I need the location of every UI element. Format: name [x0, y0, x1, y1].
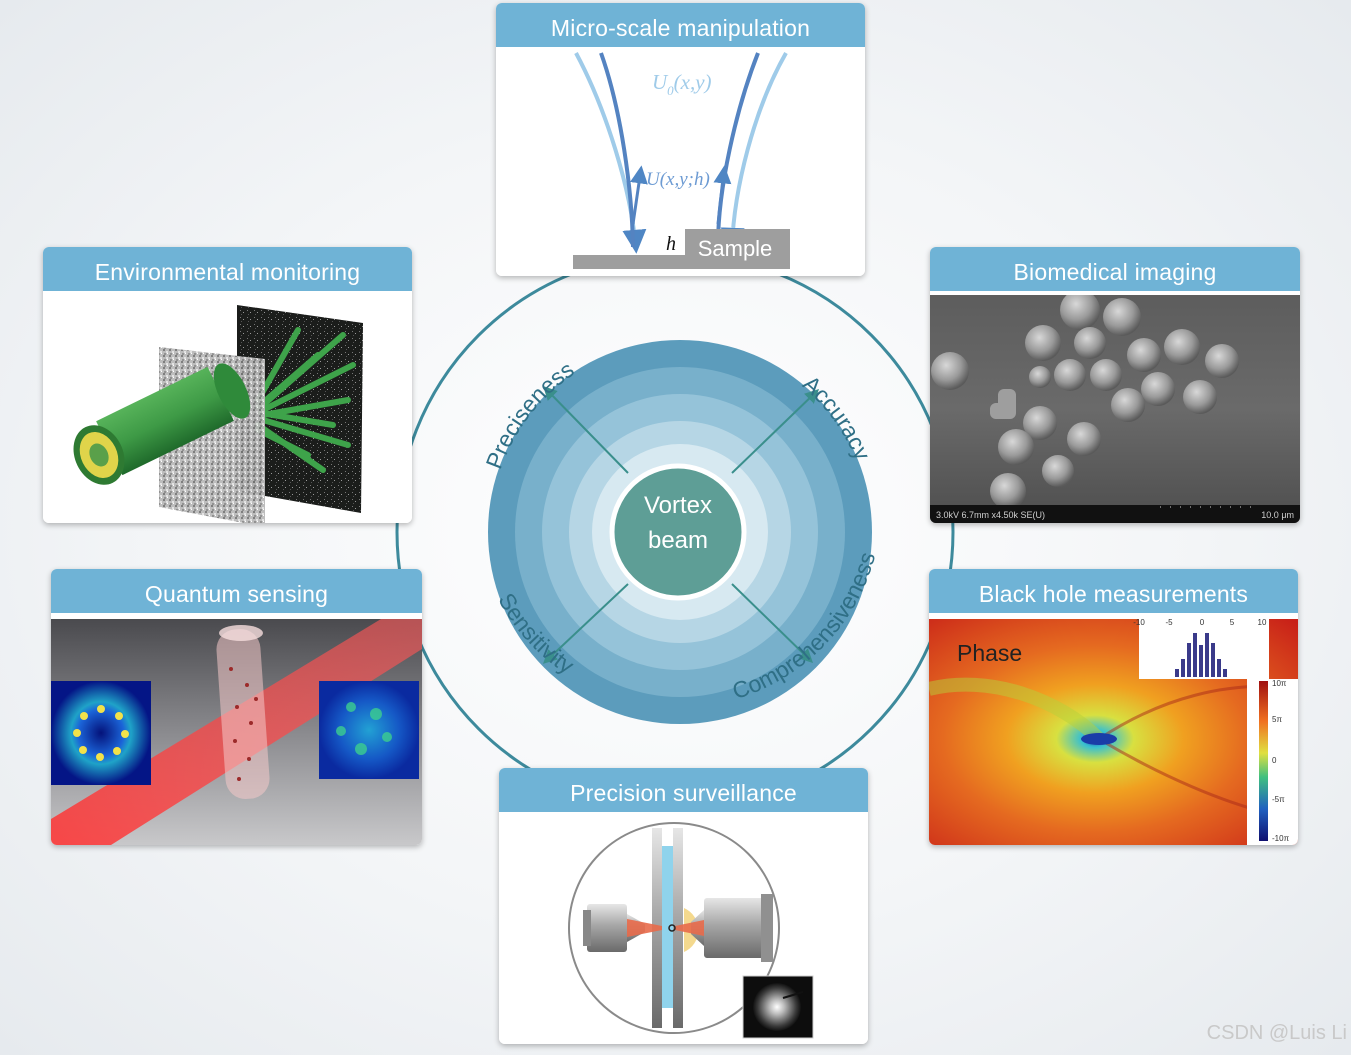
- panel-title: Micro-scale manipulation: [496, 3, 865, 47]
- panel-title: Environmental monitoring: [43, 247, 412, 291]
- panel-title: Precision surveillance: [499, 768, 868, 812]
- vortex-label: Vortex: [644, 492, 712, 519]
- scale-label: 10.0 μm: [1261, 510, 1294, 520]
- panel-biomedical-imaging: Biomedical imaging: [930, 247, 1300, 523]
- vortex-beam-core: [609, 463, 747, 601]
- panel-black-hole-measurements: Black hole measurements: [929, 569, 1298, 845]
- svg-text:5π: 5π: [1272, 715, 1282, 724]
- panel-environmental-monitoring: Environmental monitoring: [43, 247, 412, 523]
- svg-text:-10: -10: [1133, 619, 1145, 627]
- micro-manipulation-figure: U0(x,y) U(x,y;h) h Sample: [573, 52, 790, 269]
- u0-label: U0(x,y): [652, 70, 712, 98]
- panel-precision-surveillance: Precision surveillance: [499, 768, 868, 1044]
- arrow-preciseness: [543, 385, 629, 474]
- panel-micro-scale-manipulation: Micro-scale manipulation U0(x,y) U(x,y;h…: [496, 3, 865, 276]
- svg-text:5: 5: [1230, 619, 1235, 627]
- arrow-accuracy: [731, 389, 820, 474]
- phase-label: Phase: [957, 640, 1022, 666]
- sample-label: Sample: [698, 236, 773, 261]
- quantum-sensing-figure: [51, 619, 422, 845]
- svg-text:10: 10: [1258, 619, 1267, 627]
- panel-title: Black hole measurements: [929, 569, 1298, 613]
- sem-info: 3.0kV 6.7mm x4.50k SE(U): [936, 510, 1045, 520]
- arrow-sensitivity: [542, 583, 629, 664]
- svg-text:0: 0: [1272, 756, 1277, 765]
- panel-quantum-sensing: Quantum sensing: [51, 569, 422, 845]
- svg-text:10π: 10π: [1272, 679, 1287, 688]
- u-label: U(x,y;h): [646, 169, 710, 190]
- black-hole-phase-figure: Phase -10 -5 0 5 10 10π 5π 0: [929, 619, 1298, 845]
- precision-surveillance-figure: [568, 822, 814, 1039]
- svg-text:0: 0: [1200, 619, 1205, 627]
- svg-text:-10π: -10π: [1272, 834, 1290, 843]
- panel-title: Quantum sensing: [51, 569, 422, 613]
- environmental-figure: [73, 305, 363, 523]
- svg-text:-5: -5: [1165, 619, 1173, 627]
- panel-title: Biomedical imaging: [930, 247, 1300, 291]
- sample-block: [685, 229, 790, 269]
- substrate: [573, 255, 686, 269]
- beam-label: beam: [648, 527, 708, 554]
- histogram-inset: [1139, 619, 1269, 679]
- h-label: h: [666, 233, 676, 255]
- biomedical-sem-figure: 3.0kV 6.7mm x4.50k SE(U) 10.0 μm: [930, 295, 1300, 523]
- svg-text:-5π: -5π: [1272, 795, 1285, 804]
- colorbar: [1259, 681, 1268, 841]
- watermark: CSDN @Luis Li: [1206, 1022, 1347, 1044]
- arrow-comprehensiveness: [731, 583, 814, 663]
